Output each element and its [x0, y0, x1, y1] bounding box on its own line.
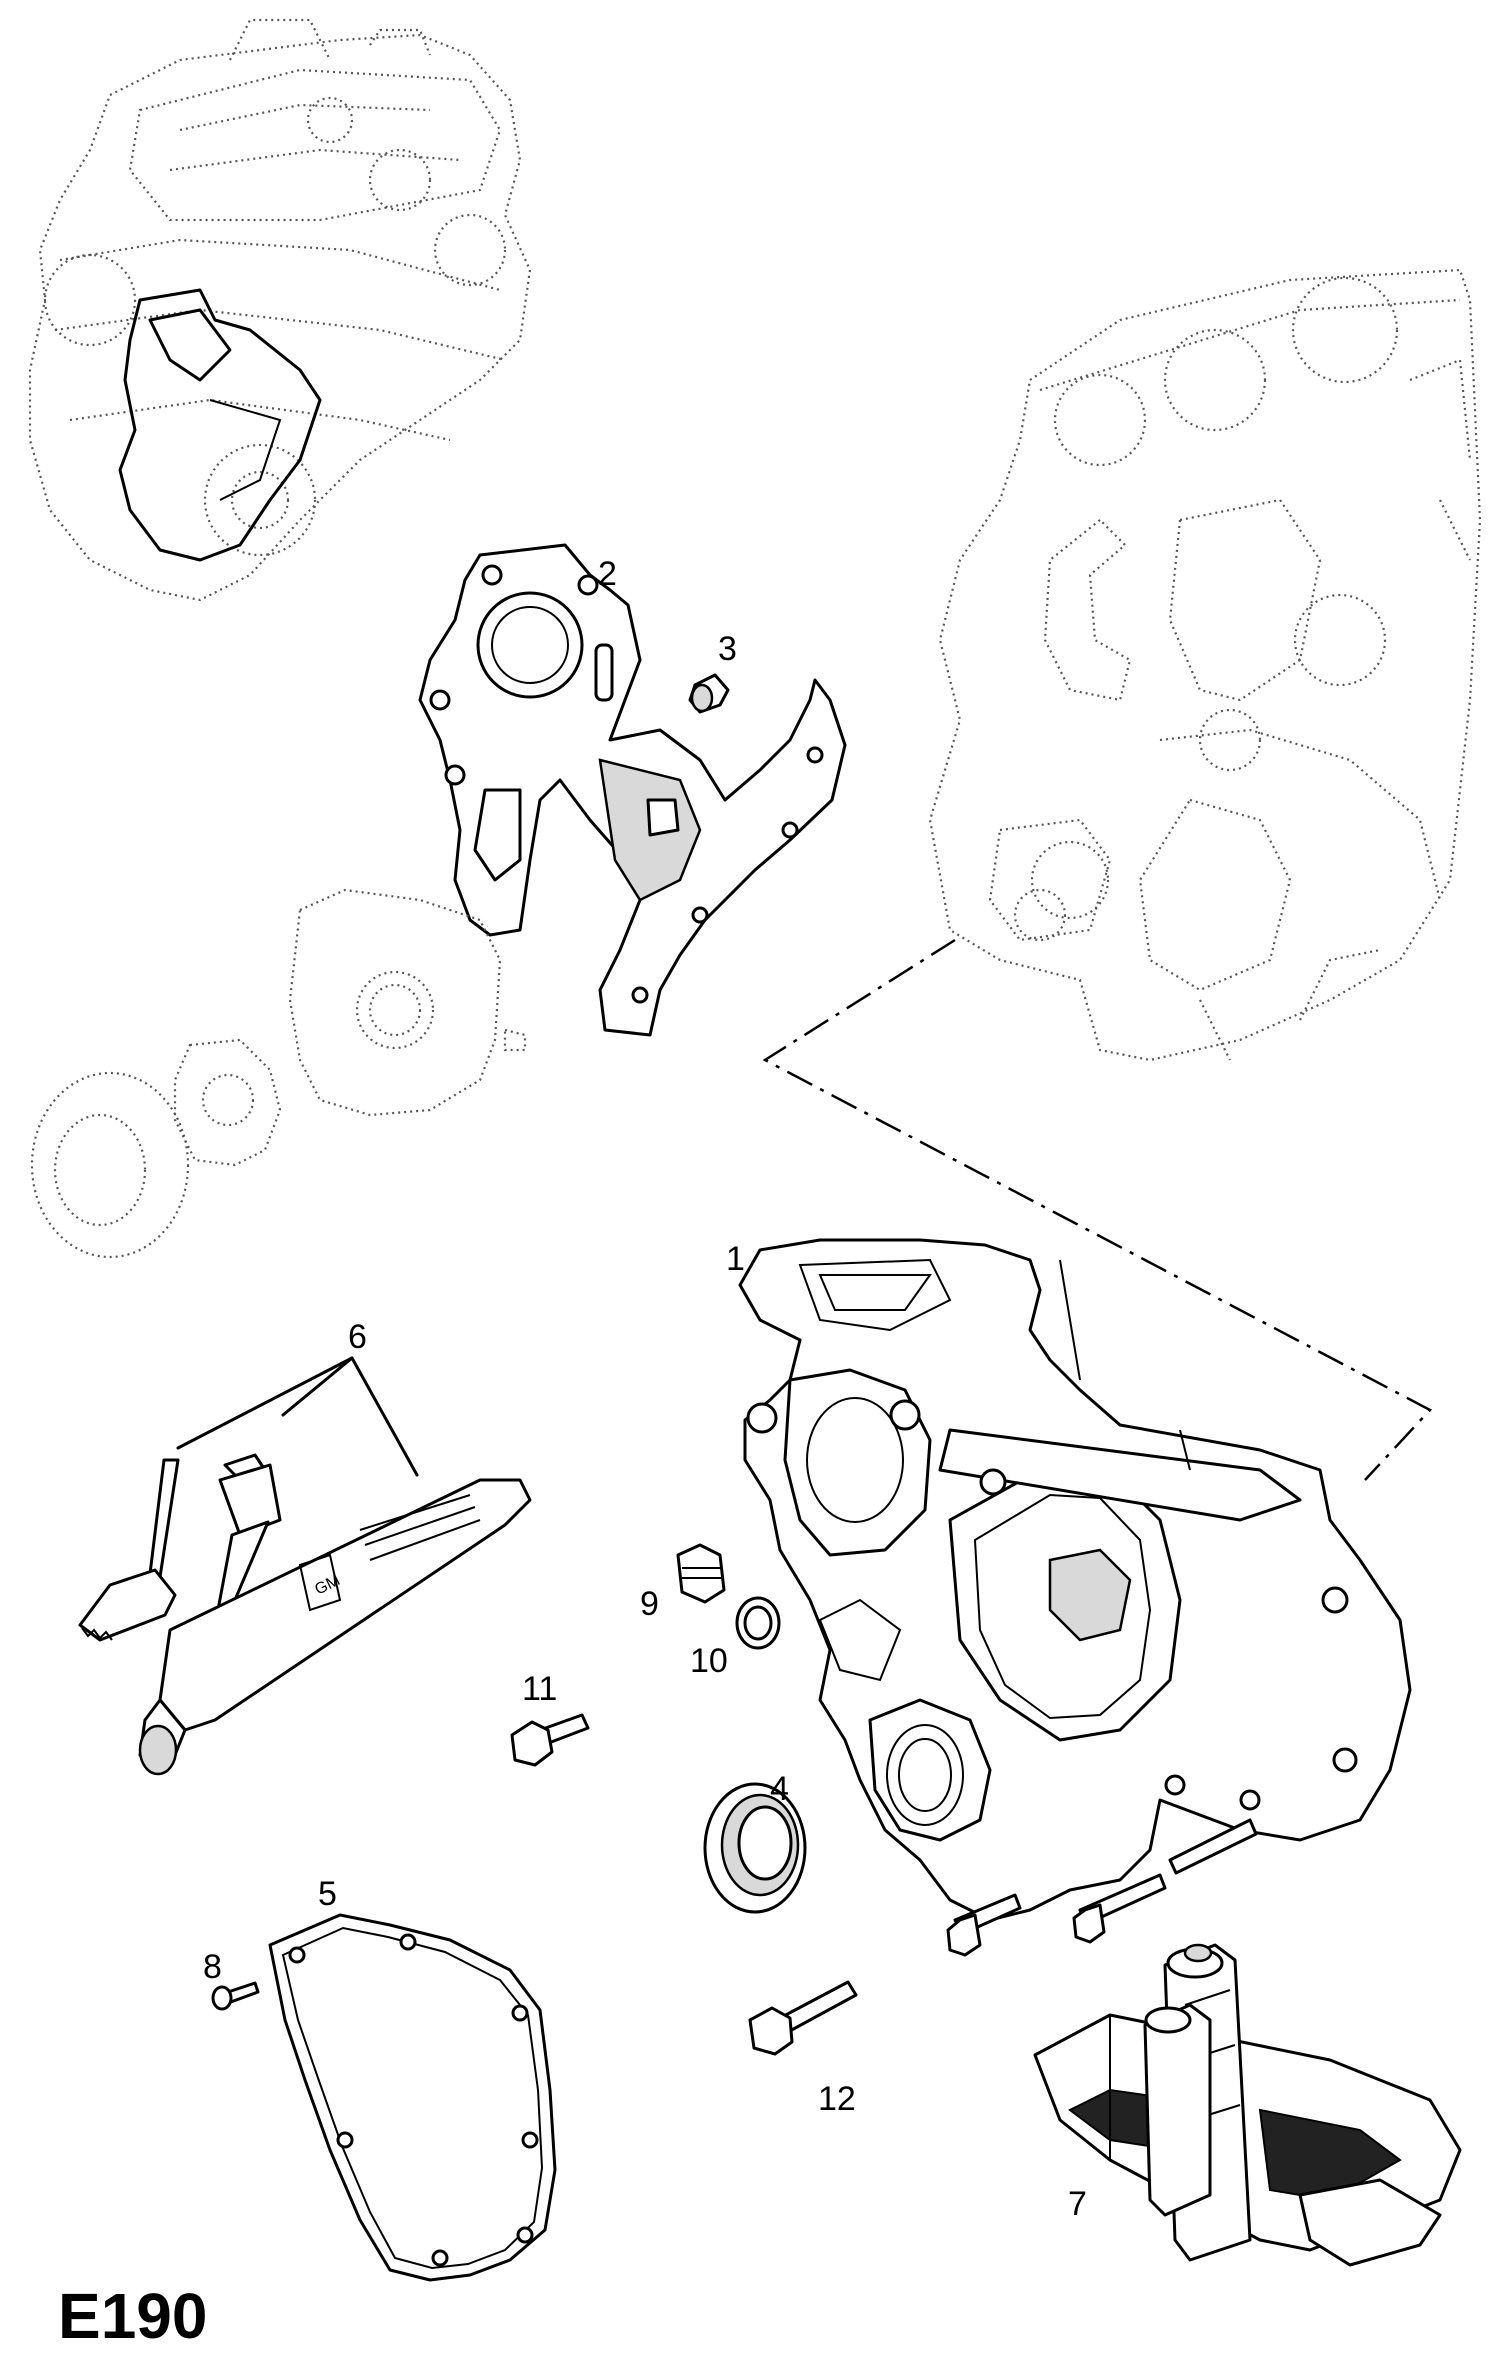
engine-block-illustration	[928, 268, 1482, 1062]
oil-pump-plate-and-rotors-illustration	[30, 888, 527, 1259]
part-12-bolt	[748, 1980, 858, 2056]
engine-overview-illustration	[28, 18, 532, 602]
part-8-screw	[211, 1981, 260, 2011]
callout-12: 12	[818, 2080, 856, 2118]
callout-5: 5	[318, 1875, 337, 1913]
part-7-sealant-cartridge-kit	[1033, 1943, 1462, 2267]
callout-11: 11	[522, 1670, 557, 1708]
part-4-shaft-seal	[703, 1782, 807, 1914]
callout-8: 8	[203, 1948, 222, 1986]
part-10-seal-ring	[735, 1596, 781, 1650]
callout-9: 9	[640, 1585, 659, 1623]
part-5-cover-gasket	[268, 1913, 557, 2282]
callout-6: 6	[348, 1318, 367, 1356]
part-9-plug	[676, 1543, 726, 1604]
part-3-dowel-pin	[688, 673, 730, 714]
diagram-code-label: E190	[58, 2280, 207, 2352]
part-6-sealant-kit: GM	[78, 1356, 532, 1776]
part-1-front-cover-housing	[738, 1238, 1412, 1922]
callout-1: 1	[726, 1240, 745, 1278]
callout-10: 10	[690, 1642, 728, 1680]
part-11-bolt	[510, 1713, 590, 1767]
callout-4: 4	[770, 1770, 789, 1808]
housing-bolts	[946, 1818, 1258, 1957]
assembly-reference-line	[762, 938, 1433, 1481]
callout-7: 7	[1068, 2185, 1087, 2223]
part-2-front-cover-gasket	[418, 543, 847, 1037]
callout-3: 3	[718, 630, 737, 668]
callout-2: 2	[598, 555, 617, 593]
